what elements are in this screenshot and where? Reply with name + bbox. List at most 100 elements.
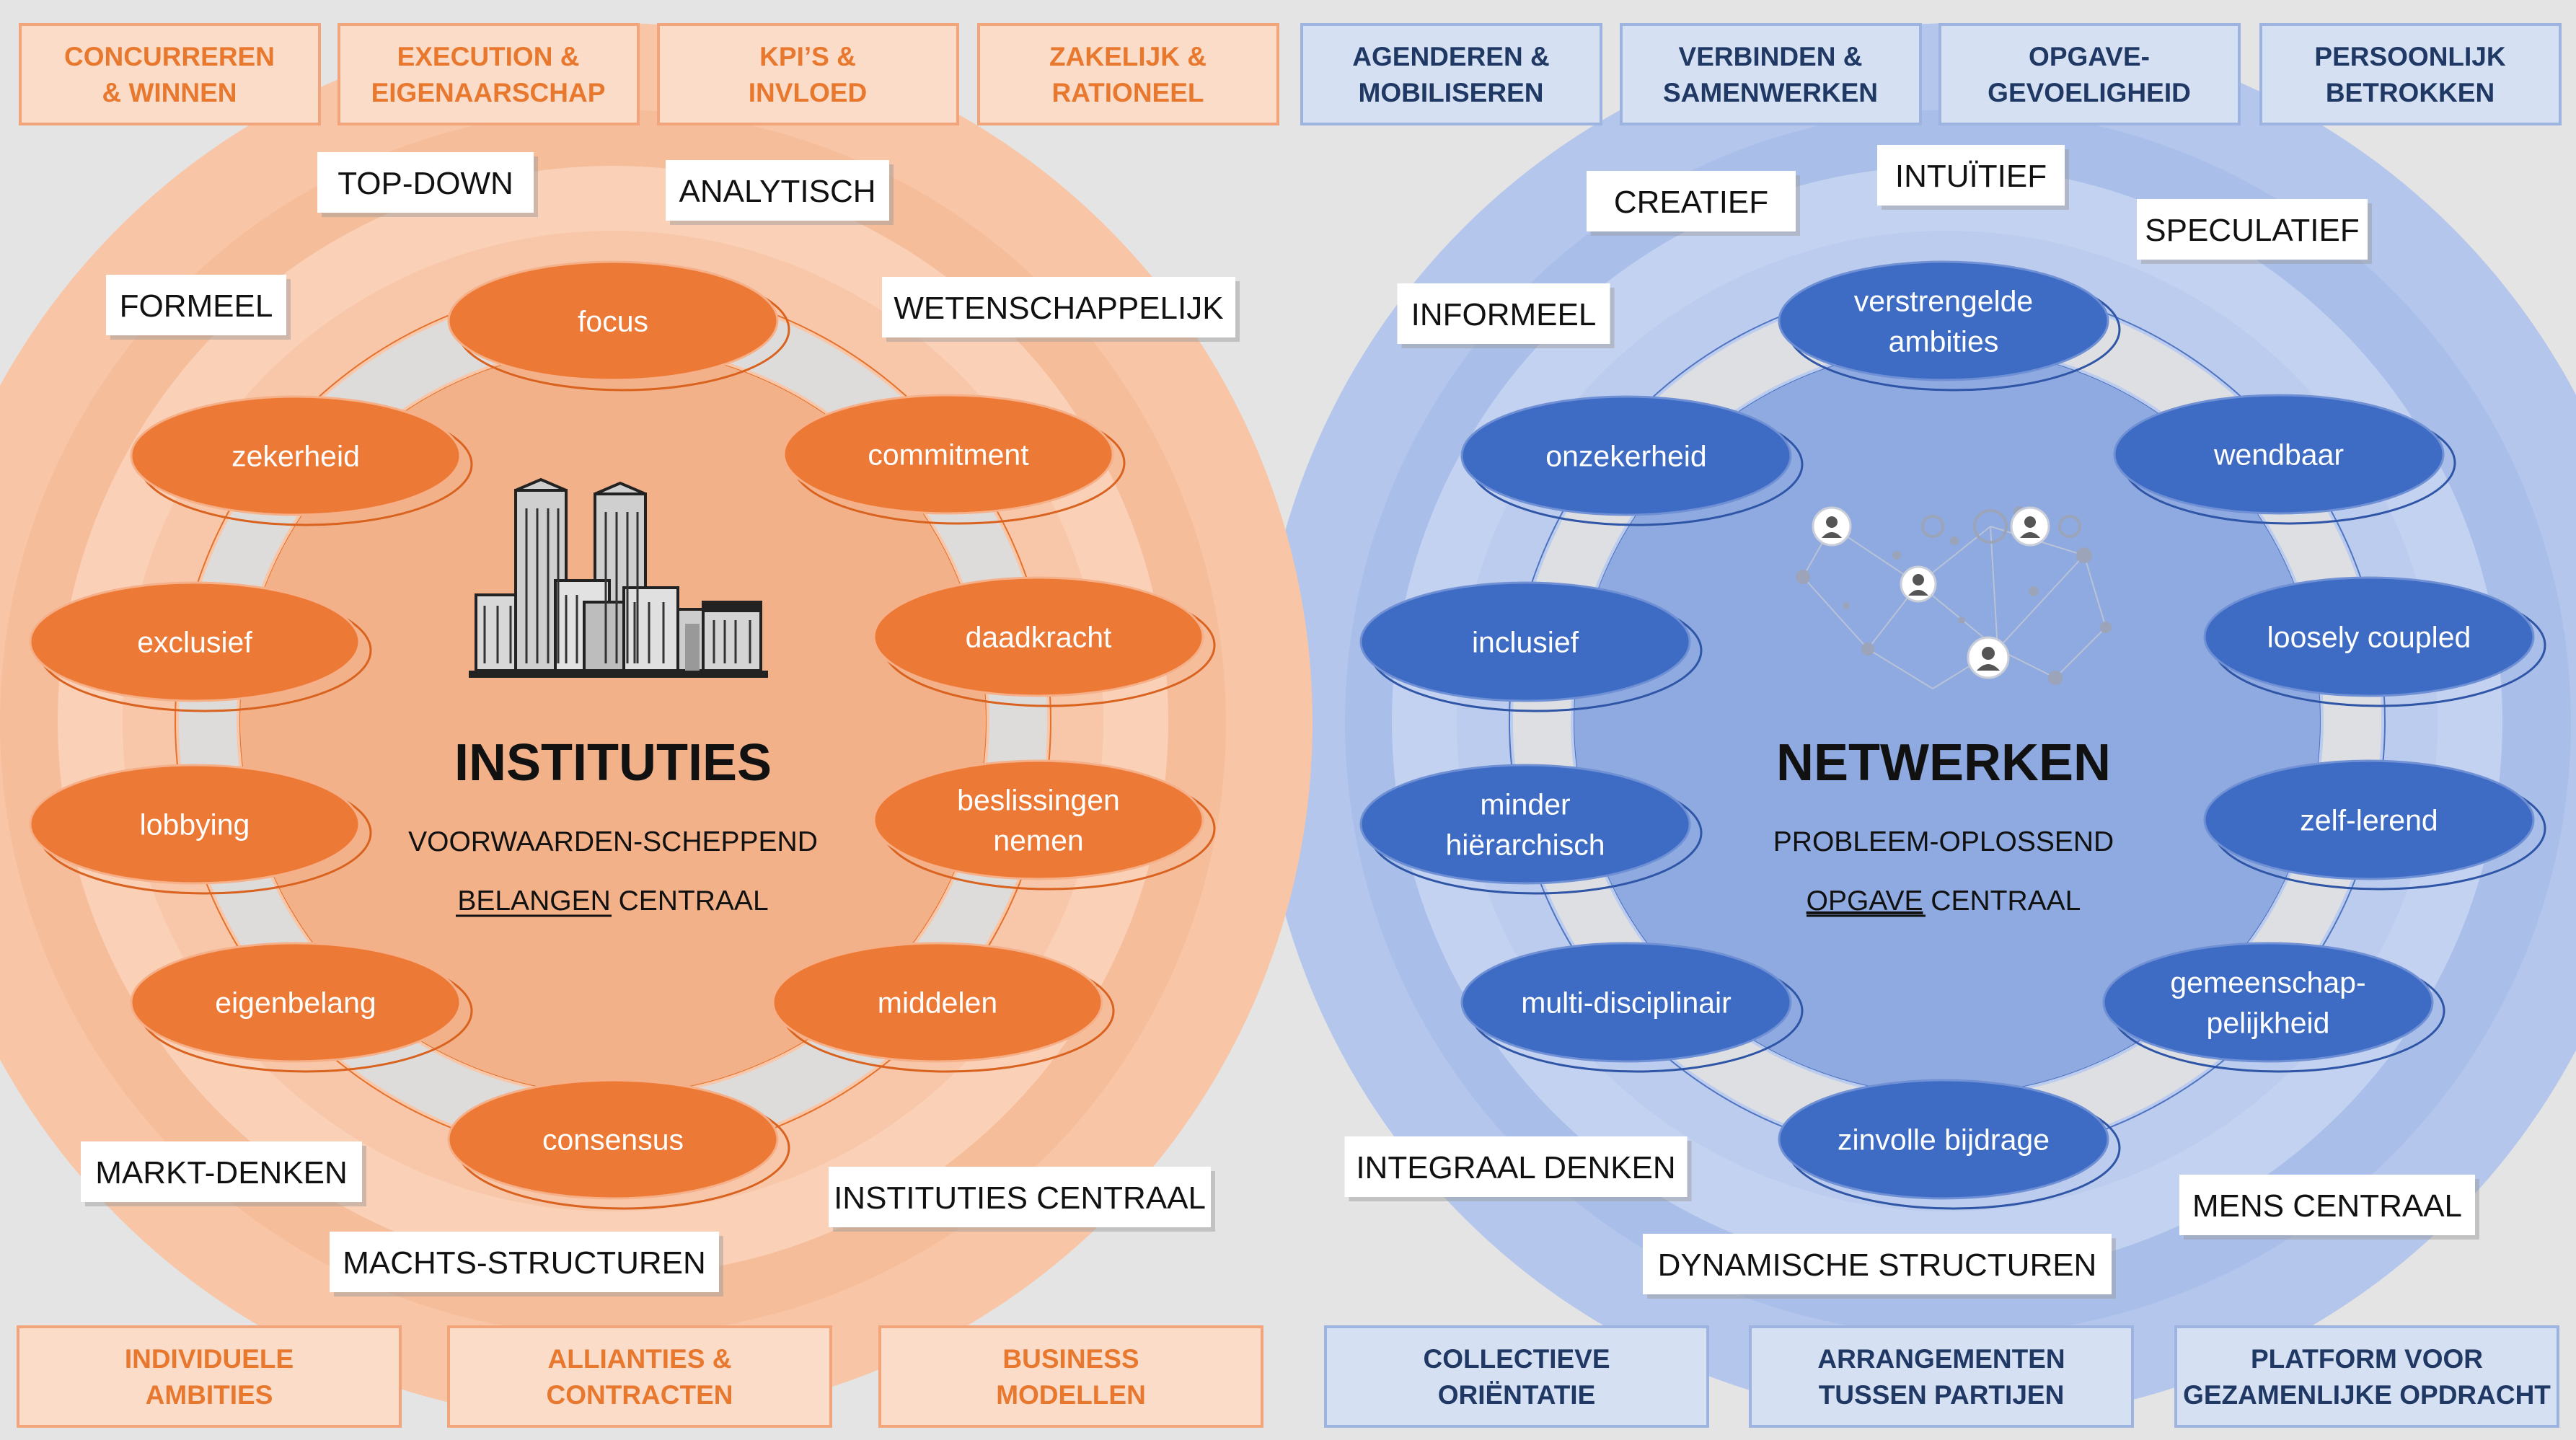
- label-box: [2179, 1175, 2475, 1235]
- box-label: EXECUTION &EIGENAARSCHAP: [371, 42, 606, 107]
- label-text: INTUÏTIEF: [1895, 159, 2047, 194]
- box-bg: [657, 23, 959, 125]
- top-box-concurreren-winnen: CONCURREREN& WINNEN: [19, 23, 321, 125]
- label-analytisch: ANALYTISCH: [666, 160, 894, 225]
- node-focus: focus: [447, 260, 790, 392]
- box-bg: [19, 23, 321, 125]
- institutions-top-boxes: CONCURREREN& WINNEN EXECUTION &EIGENAARSC…: [19, 23, 1279, 125]
- institutions-labels: TOP-DOWN ANALYTISCH FORMEEL WETENSCHAPPELIJ…: [81, 152, 1240, 1297]
- person-icon: [1967, 636, 2010, 679]
- label-text: MACHTS-STRUCTUREN: [343, 1245, 706, 1281]
- label-dynamische-structuren: DYNAMISCHE STRUCTUREN: [1643, 1234, 2116, 1299]
- node-zinvolle-bijdrage: zinvolle bijdrage: [1778, 1079, 2121, 1210]
- label-box: [81, 1141, 362, 1202]
- city-buildings-icon: [469, 477, 768, 678]
- label-box: [1877, 145, 2065, 206]
- box-bg: [2174, 1325, 2559, 1428]
- networks-title: NETWERKEN: [1776, 734, 2111, 792]
- node-ellipse: [447, 1079, 779, 1200]
- box-label: ZAKELIJK &RATIONEEL: [1049, 42, 1207, 107]
- node-onzekerheid: onzekerheid: [1460, 395, 1804, 526]
- label-box: [317, 152, 534, 213]
- networks-inner-disc: [1574, 348, 2320, 1094]
- node-daadkracht: daadkracht: [873, 576, 1216, 707]
- box-bg: [17, 1325, 402, 1428]
- node-zelf-lerend: zelf-lerend: [2203, 759, 2546, 891]
- bottom-box-allianties-contracten: ALLIANTIES &CONTRACTEN: [447, 1325, 832, 1428]
- box-bg: [2259, 23, 2562, 125]
- label-text: CREATIEF: [1614, 185, 1768, 220]
- box-label: ALLIANTIES &CONTRACTEN: [547, 1344, 733, 1410]
- node-multi-disciplinair: multi-disciplinair: [1460, 942, 1804, 1073]
- node-ellipse: [130, 395, 462, 516]
- label-text: TOP-DOWN: [338, 166, 513, 201]
- node-ellipse: [2203, 576, 2535, 697]
- label-text: INFORMEEL: [1411, 297, 1597, 332]
- label-machts-structuren: MACHTS-STRUCTUREN: [330, 1232, 723, 1297]
- top-box-kpi-s-invloed: KPI’S &INVLOED: [657, 23, 959, 125]
- networks-diagram: NETWERKEN PROBLEEM-OPLOSSEND OPGAVE CENT…: [1258, 23, 2576, 1428]
- box-label: KPI’S &INVLOED: [749, 42, 867, 107]
- label-box: [2137, 199, 2368, 260]
- label-box: [666, 160, 889, 221]
- node-inclusief: inclusief: [1359, 581, 1703, 712]
- node-ellipse: [2203, 759, 2535, 880]
- institutions-title: INSTITUTIES: [454, 734, 772, 792]
- node-label: daadkracht: [966, 620, 1112, 653]
- label-box: [1643, 1234, 2112, 1294]
- label-text: SPECULATIEF: [2145, 213, 2359, 248]
- label-text: FORMEEL: [120, 288, 273, 324]
- node-loosely-coupled: loosely coupled: [2203, 576, 2546, 707]
- node-label: commitment: [868, 438, 1029, 471]
- node-label: lobbying: [140, 808, 250, 841]
- institutions-central-text: BELANGEN CENTRAAL: [457, 885, 768, 916]
- node-label: consensus: [542, 1123, 684, 1156]
- institutions-subtitle: VOORWAARDEN-SCHEPPEND: [408, 826, 818, 857]
- node-label: zelf-lerend: [2300, 803, 2438, 836]
- label-text: WETENSCHAPPELIJK: [894, 291, 1223, 326]
- node-ellipse: [772, 942, 1103, 1063]
- node-ellipse: [2113, 394, 2445, 515]
- label-wetenschappelijk: WETENSCHAPPELIJK: [882, 277, 1240, 342]
- label-box: [106, 275, 286, 335]
- node-ellipse: [1460, 395, 1792, 516]
- node-ellipse: [130, 942, 462, 1063]
- label-informeel: INFORMEEL: [1397, 283, 1615, 348]
- node-label: loosely coupled: [2267, 620, 2471, 653]
- node-label: wendbaar: [2213, 438, 2344, 471]
- node-label: middelen: [878, 986, 997, 1019]
- person-icon: [1812, 506, 1852, 547]
- box-bg: [1324, 1325, 1709, 1428]
- label-mens-centraal: MENS CENTRAAL: [2179, 1175, 2479, 1240]
- label-text: MENS CENTRAAL: [2192, 1188, 2462, 1224]
- people-network-icon: [1796, 506, 2112, 689]
- node-label: zekerheid: [231, 439, 360, 472]
- node-exclusief: exclusief: [29, 581, 372, 712]
- box-bg: [1620, 23, 1922, 125]
- institutions-inner-disc: [240, 348, 986, 1094]
- box-label: VERBINDEN &SAMENWERKEN: [1663, 42, 1878, 107]
- node-commitment: commitment: [782, 394, 1126, 525]
- node-label: gemeenschap-pelijkheid: [2170, 966, 2365, 1039]
- node-label: eigenbelang: [215, 986, 376, 1019]
- node-ellipse: [1359, 764, 1691, 885]
- label-instituties-centraal: INSTITUTIES CENTRAAL: [829, 1167, 1215, 1232]
- networks-labels: CREATIEFINTUÏTIEFSPECULATIEFINFORMEELINT…: [1344, 145, 2479, 1299]
- node-ellipse: [873, 576, 1204, 697]
- label-box: [882, 277, 1235, 337]
- box-bg: [1938, 23, 2241, 125]
- label-box: [1344, 1136, 1688, 1197]
- node-ellipse: [1778, 1079, 2109, 1200]
